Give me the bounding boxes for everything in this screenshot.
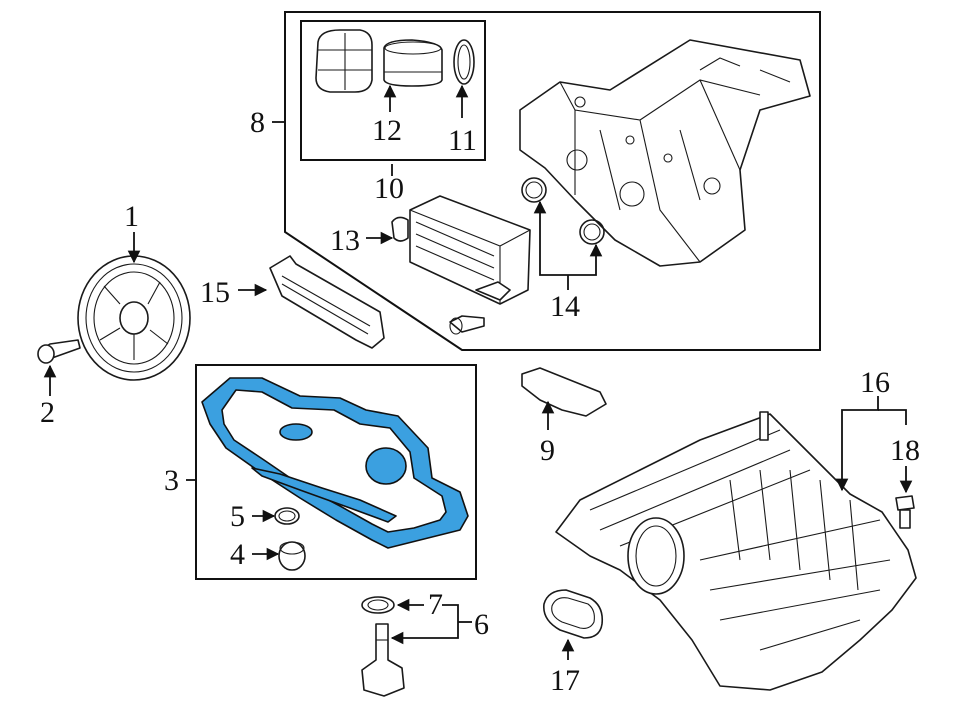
manifold-bolt-18 — [895, 495, 915, 529]
throttle-gasket-17 — [543, 589, 604, 639]
oil-level-sensor — [361, 596, 405, 697]
callout-2: 2 — [40, 396, 55, 429]
leader-lines — [43, 84, 913, 660]
group-box-10 — [300, 20, 486, 161]
callout-17: 17 — [550, 664, 580, 697]
intake-manifold — [555, 411, 917, 691]
callout-14: 14 — [550, 290, 580, 323]
oil-pan-bracket — [269, 255, 385, 349]
callout-6: 6 — [474, 608, 489, 641]
cooler-bolt — [449, 315, 485, 335]
crankshaft-pulley — [77, 255, 191, 381]
o-ring-11 — [453, 39, 475, 85]
callout-12: 12 — [372, 114, 402, 147]
callout-10: 10 — [374, 172, 404, 205]
oil-filter-element — [383, 39, 443, 87]
oil-filter-cap — [315, 29, 373, 93]
group-box-3 — [195, 364, 477, 580]
pulley-bolt — [37, 339, 81, 364]
callout-5: 5 — [230, 500, 245, 533]
callout-8: 8 — [250, 106, 265, 139]
callout-4: 4 — [230, 538, 245, 571]
callout-15: 15 — [200, 276, 230, 309]
callout-16: 16 — [860, 366, 890, 399]
callout-7: 7 — [428, 588, 443, 621]
callout-11: 11 — [448, 124, 477, 157]
callout-1: 1 — [124, 200, 139, 233]
oil-cooler — [391, 195, 531, 305]
callout-3: 3 — [164, 464, 179, 497]
callout-9: 9 — [540, 434, 555, 467]
callout-18: 18 — [890, 434, 920, 467]
group-box-8 — [284, 11, 821, 351]
oil-pan-gasket — [201, 377, 469, 549]
engine-block — [519, 39, 811, 267]
callout-13: 13 — [330, 224, 360, 257]
intake-seal-9 — [521, 367, 607, 417]
drain-plug — [278, 541, 306, 571]
